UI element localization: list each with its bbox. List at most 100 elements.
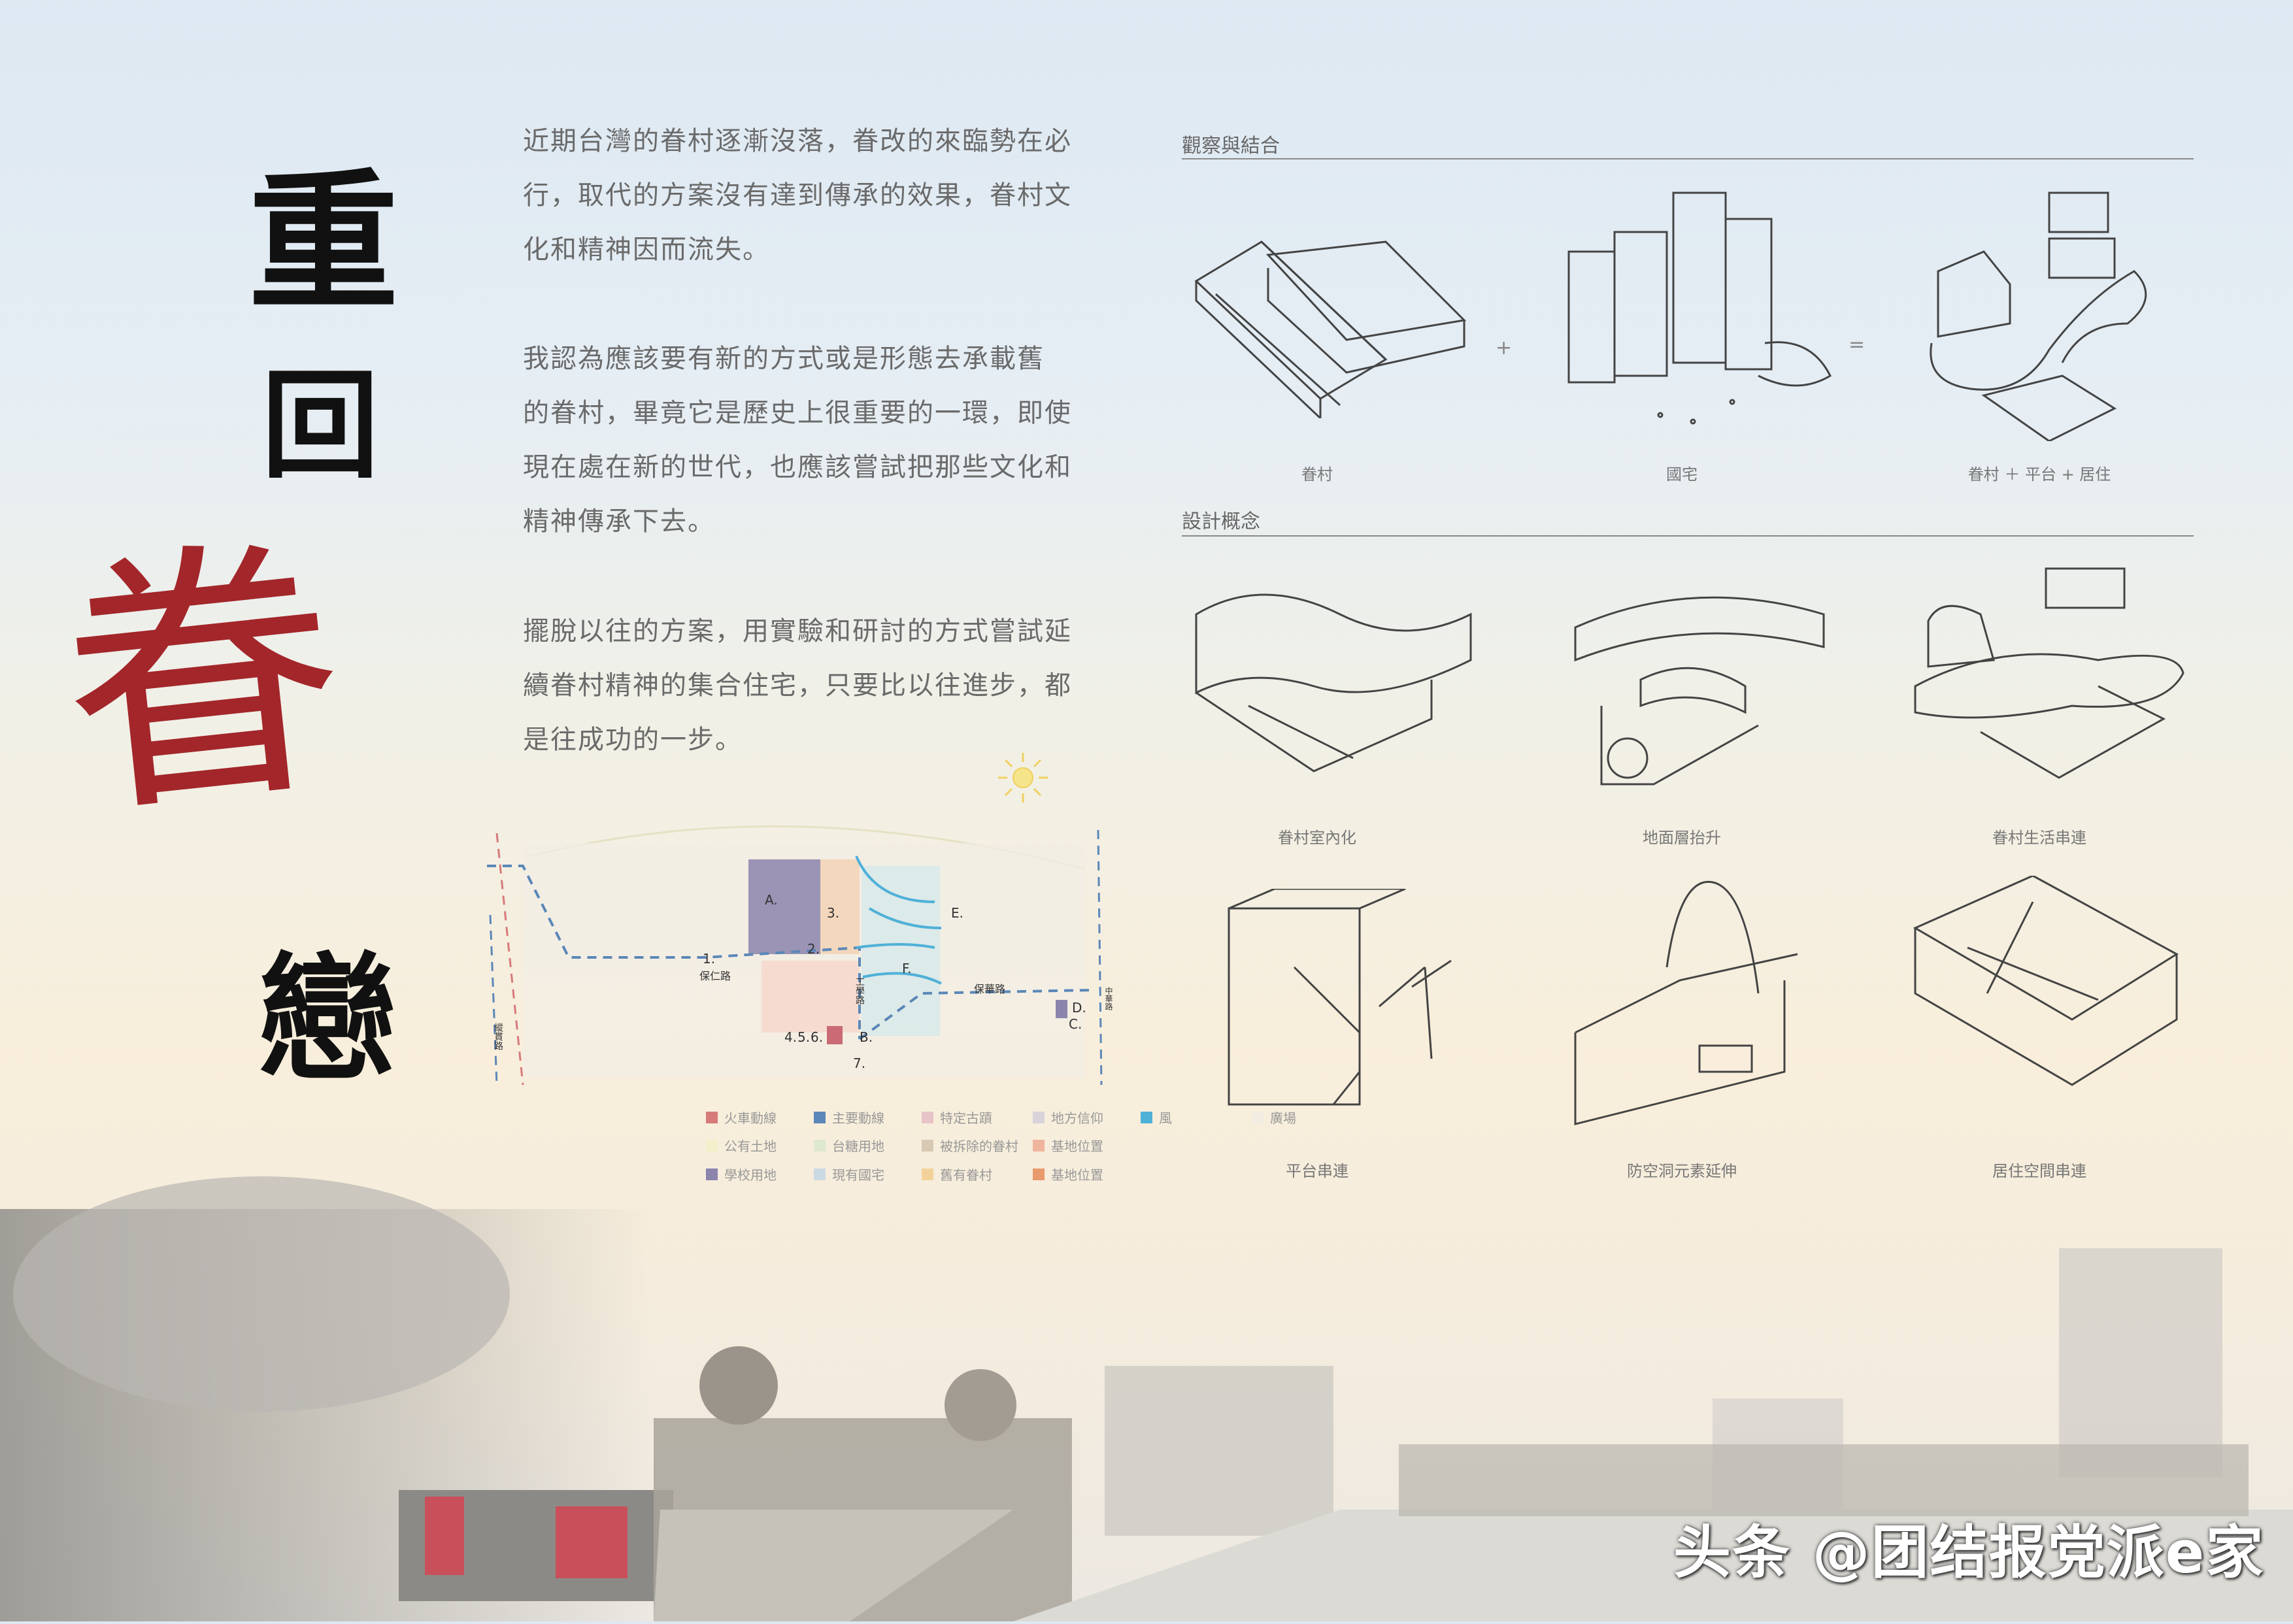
legend-item: 火車動線 [706, 1108, 777, 1127]
map-marker-4: 4. [784, 1029, 797, 1045]
road-label-gongxue: 工學路 [854, 977, 865, 1004]
map-marker-a: A. [765, 892, 778, 908]
legend-item: 現有國宅 [814, 1165, 884, 1184]
legend-label: 廣場 [1270, 1110, 1296, 1126]
legend-swatch [922, 1139, 933, 1152]
site-map: A. B. C. D. E. F. 1. 2. 3. 4. 5. 6. 7. 保… [477, 817, 1118, 1098]
legend-item: 地方信仰 [1033, 1108, 1103, 1127]
photo-collage [0, 1170, 2293, 1621]
legend-item: 被拆除的眷村 [922, 1136, 1018, 1155]
caption-raised-ground: 地面層抬升 [1643, 829, 1721, 847]
watermark: 头条 @团结报党派e家 [1673, 1519, 2265, 1586]
legend-label: 被拆除的眷村 [940, 1138, 1018, 1154]
legend-item: 舊有眷村 [922, 1165, 992, 1184]
title-char-2: 回 [261, 357, 380, 495]
divider [1182, 535, 2194, 537]
legend-item: 特定古蹟 [922, 1108, 992, 1127]
legend-item: 學校用地 [706, 1165, 777, 1184]
text-line: 擺脫以往的方案，用實驗和研討的方式嘗試延 [523, 616, 1072, 646]
text-line: 的眷村，畢竟它是歷史上很重要的一環，即使 [523, 398, 1072, 428]
legend-label: 學校用地 [724, 1167, 777, 1183]
legend-item: 基地位置 [1033, 1136, 1103, 1155]
legend-swatch [814, 1139, 826, 1152]
legend-swatch [814, 1111, 826, 1123]
map-marker-c: C. [1069, 1016, 1082, 1032]
map-marker-d: D. [1072, 1000, 1086, 1016]
text-line: 現在處在新的世代，也應該嘗試把那些文化和 [523, 452, 1072, 482]
caption-bomb-shelter: 防空洞元素延伸 [1627, 1162, 1737, 1180]
legend-label: 公有土地 [724, 1138, 777, 1154]
legend-swatch [706, 1139, 718, 1152]
legend-item: 廣場 [1252, 1108, 1296, 1127]
legend-item: 台糖用地 [814, 1136, 884, 1155]
road-label-baoren: 保仁路 [699, 970, 731, 982]
military-village-sketch [1190, 229, 1471, 421]
sun-icon [997, 752, 1049, 804]
legend-label: 主要動線 [832, 1110, 884, 1126]
platform-link-sketch [1216, 887, 1458, 1137]
map-marker-2: 2. [807, 941, 820, 957]
legend-swatch [1252, 1111, 1264, 1123]
caption-combined: 眷村 ＋ 平台 + 居住 [1967, 465, 2111, 484]
legend-label: 特定古蹟 [940, 1110, 992, 1126]
text-line: 化和精神因而流失。 [523, 235, 770, 265]
bomb-shelter-sketch [1549, 876, 1811, 1137]
road-label-zongguan: 縱貫路 [493, 1023, 503, 1050]
raised-ground-sketch [1562, 575, 1843, 797]
title-char-3: 眷 [48, 508, 356, 855]
legend-label: 現有國宅 [832, 1167, 884, 1183]
road-label-baohua: 保華路 [974, 983, 1006, 995]
indoor-village-sketch [1183, 575, 1484, 797]
legend-item: 公有土地 [706, 1136, 777, 1155]
legend-item: 主要動線 [814, 1108, 884, 1127]
text-line: 我認為應該要有新的方式或是形態去承載舊 [523, 344, 1045, 374]
living-link-sketch [1902, 874, 2190, 1118]
caption-indoor-village: 眷村室內化 [1278, 829, 1356, 847]
legend-item: 基地位置 [1033, 1165, 1103, 1184]
legend-label: 基地位置 [1051, 1138, 1103, 1154]
concept-heading: 設計概念 [1182, 510, 1260, 533]
public-housing-sketch [1562, 180, 1837, 454]
legend-label: 台糖用地 [832, 1138, 884, 1154]
legend-item: 風 [1141, 1108, 1172, 1127]
legend-label: 火車動線 [724, 1110, 777, 1126]
legend-swatch [706, 1168, 718, 1180]
equals-operator: = [1849, 333, 1866, 356]
title-char-4: 戀 [258, 938, 396, 1100]
legend-label: 地方信仰 [1051, 1110, 1103, 1126]
map-marker-e: E. [951, 905, 963, 921]
text-line: 行，取代的方案沒有達到傳承的效果，眷村文 [523, 180, 1072, 210]
caption-platform-link: 平台串連 [1286, 1162, 1348, 1180]
map-marker-6: 6. [811, 1029, 824, 1045]
text-line: 續眷村精神的集合住宅，只要比以往進步，都 [523, 671, 1072, 701]
legend-label: 舊有眷村 [940, 1167, 992, 1183]
map-marker-b: B. [860, 1029, 873, 1045]
legend-swatch [1033, 1139, 1045, 1152]
caption-public-housing: 國宅 [1666, 465, 1698, 484]
map-marker-1: 1. [703, 951, 716, 967]
caption-military-village: 眷村 [1301, 465, 1333, 484]
legend-swatch [922, 1168, 933, 1180]
legend-swatch [1033, 1111, 1045, 1123]
title-char-1: 重 [248, 154, 399, 331]
life-link-sketch [1902, 555, 2190, 797]
intro-paragraph-2: 我認為應該要有新的方式或是形態去承載舊 的眷村，畢竟它是歷史上很重要的一環，即使… [523, 332, 1072, 549]
road-label-zhonghua: 中華路 [1104, 987, 1113, 1010]
legend-swatch [706, 1111, 718, 1123]
caption-living-link: 居住空間串連 [1992, 1162, 2086, 1180]
map-marker-7: 7. [853, 1055, 866, 1071]
intro-paragraph-1: 近期台灣的眷村逐漸沒落，眷改的來臨勢在必 行，取代的方案沒有達到傳承的效果，眷村… [523, 114, 1072, 277]
legend-label: 基地位置 [1051, 1167, 1103, 1183]
observation-heading: 觀察與結合 [1182, 135, 1280, 157]
text-line: 近期台灣的眷村逐漸沒落，眷改的來臨勢在必 [523, 126, 1072, 156]
map-marker-5: 5. [797, 1029, 811, 1045]
legend-swatch [922, 1111, 933, 1123]
intro-paragraph-3: 擺脫以往的方案，用實驗和研討的方式嘗試延 續眷村精神的集合住宅，只要比以往進步，… [523, 605, 1072, 767]
text-line: 精神傳承下去。 [523, 506, 715, 537]
text-line: 是往成功的一步。 [523, 725, 743, 755]
caption-life-link: 眷村生活串連 [1992, 829, 2086, 847]
legend-swatch [814, 1168, 826, 1180]
plus-operator: + [1496, 337, 1513, 359]
map-marker-f: F. [902, 961, 912, 976]
map-marker-3: 3. [827, 905, 840, 921]
